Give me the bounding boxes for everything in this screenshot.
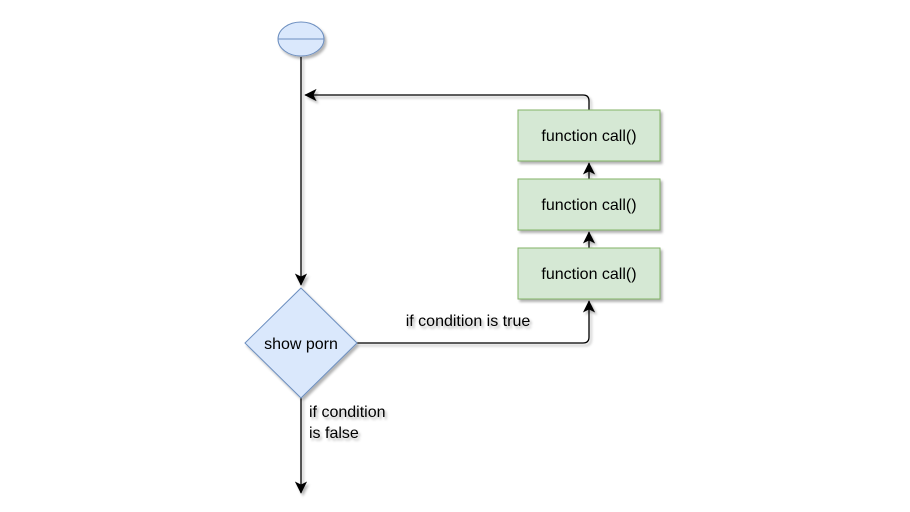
process-box-1 [517, 109, 661, 162]
decision-node [244, 287, 358, 399]
false-branch-label-line1: if condition [309, 404, 386, 421]
true-branch-label: if condition is true [406, 313, 531, 330]
false-branch-label-line2: is false [309, 425, 359, 442]
process-box-3 [517, 247, 661, 300]
flowchart: function call() function call() function… [244, 21, 661, 494]
process-box-1-label: function call() [541, 128, 636, 145]
decision-node-label: show porn [264, 336, 338, 353]
process-box-2 [517, 178, 661, 231]
edge-true-branch [357, 300, 596, 344]
edge-loop-return [304, 88, 590, 110]
process-box-3-label: function call() [541, 266, 636, 283]
process-box-2-label: function call() [541, 197, 636, 214]
